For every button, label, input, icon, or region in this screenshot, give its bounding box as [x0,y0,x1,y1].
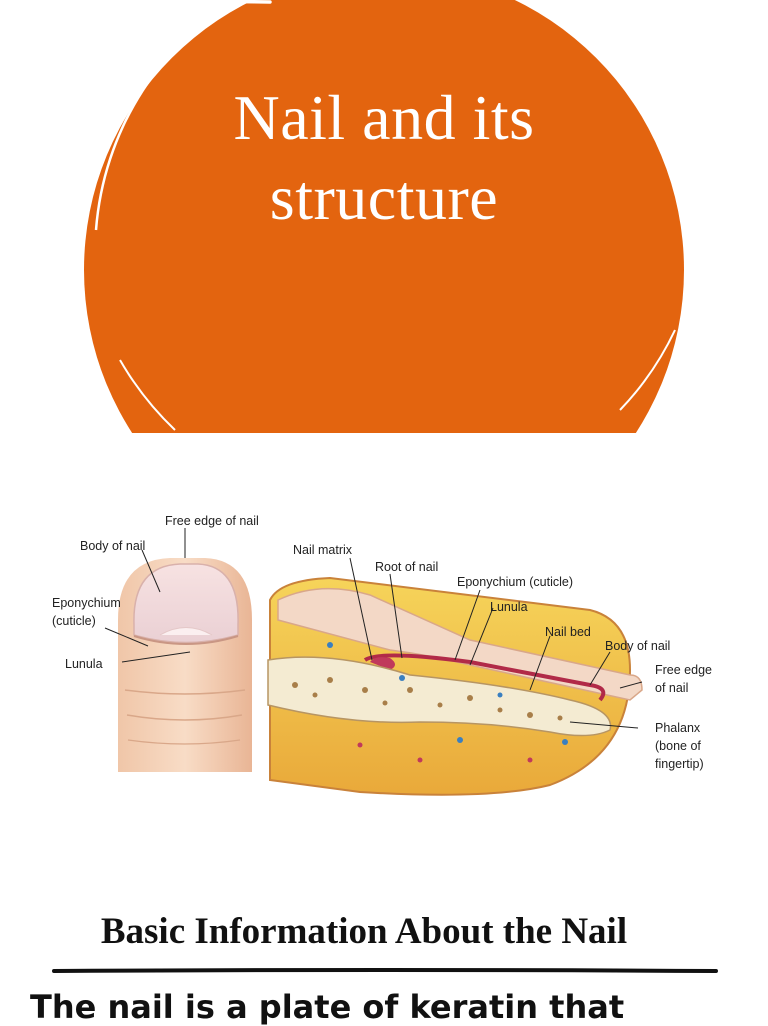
label-lunula-right: Lunula [490,600,528,614]
title-line-2: structure [269,162,499,233]
label-root-of-nail: Root of nail [375,560,438,574]
label-fingertip: fingertip) [655,757,704,771]
label-lunula: Lunula [65,657,103,671]
title-underline [0,0,272,5]
label-cuticle: (cuticle) [52,614,96,628]
label-bone-of: (bone of [655,739,701,753]
label-nail-matrix: Nail matrix [293,543,353,557]
label-body-of-nail: Body of nail [80,539,145,553]
leader-lines [104,528,643,729]
title-line-1: Nail and its [233,82,535,153]
nail-anatomy-diagram: Free edge of nail Body of nail Eponychiu… [52,514,712,796]
label-free-edge: Free edge [655,663,712,677]
label-body-of-nail-right: Body of nail [605,639,670,653]
page-title: Nail and its structure [0,78,768,238]
orange-circle [84,0,704,433]
finger-illustration [118,558,252,772]
title-banner: Nail and its structure [0,0,768,433]
label-free-edge-of-nail: Free edge of nail [165,514,259,528]
heading-underline [52,968,718,973]
label-of-nail: of nail [655,681,688,695]
label-eponychium-cuticle: Eponychium (cuticle) [457,575,573,589]
fingertip-cross-section [267,576,643,796]
label-phalanx: Phalanx [655,721,701,735]
intro-text: The nail is a plate of keratin that [30,988,625,1026]
section-heading: Basic Information About the Nail [100,911,628,952]
label-eponychium: Eponychium [52,596,121,610]
label-nail-bed: Nail bed [545,625,591,639]
